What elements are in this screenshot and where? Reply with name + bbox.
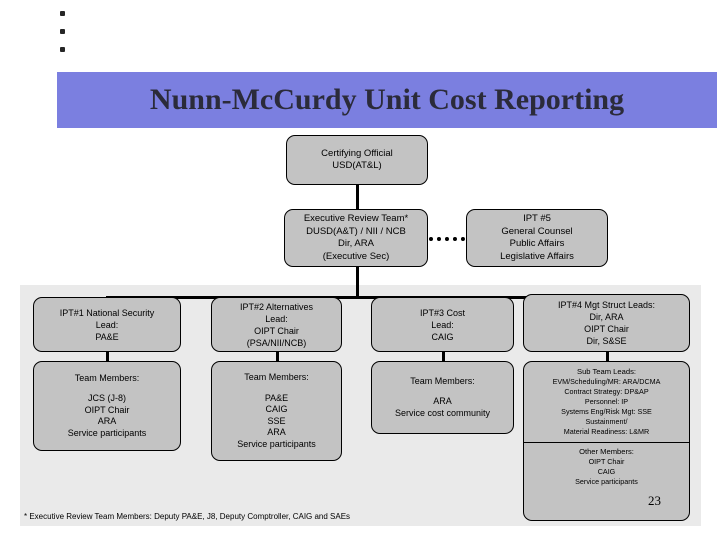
node-ipt5[interactable]: IPT #5 General Counsel Public Affairs Le…: [466, 209, 608, 267]
page-number: 23: [648, 493, 661, 508]
node-line: IPT#3 Cost: [419, 307, 466, 318]
node-ipt3-members[interactable]: Team Members: ARA Service cost community: [371, 361, 514, 434]
node-line: OIPT Chair: [254, 325, 299, 336]
node-line: Lead:: [265, 313, 288, 324]
section-divider: [524, 442, 689, 443]
node-line: OIPT Chair: [584, 324, 629, 334]
page-title: Nunn-McCurdy Unit Cost Reporting: [149, 83, 625, 116]
bullet-item: [58, 4, 358, 22]
node-line: PA&E: [95, 331, 119, 342]
member-line: OIPT Chair: [588, 457, 625, 466]
bullet-item: [58, 22, 358, 40]
bullet-list: [58, 4, 358, 58]
bullet-item: [58, 40, 358, 58]
node-line: Executive Review Team*: [303, 213, 409, 224]
node-line: Dir, ARA: [338, 238, 374, 249]
member-line: ARA: [433, 396, 452, 407]
member-line: ARA: [267, 427, 286, 437]
node-ipt1-head[interactable]: IPT#1 National Security Lead: PA&E: [33, 297, 181, 352]
members-heading: Team Members:: [410, 375, 475, 386]
node-certifying-official[interactable]: Certifying Official USD(AT&L): [286, 135, 428, 185]
node-ipt1-members[interactable]: Team Members: JCS (J-8) OIPT Chair ARA S…: [33, 361, 181, 451]
node-line: DUSD(A&T) / NII / NCB: [306, 225, 406, 237]
connector-bus: [106, 296, 607, 299]
node-ipt4-head[interactable]: IPT#4 Mgt Struct Leads: Dir, ARA OIPT Ch…: [523, 294, 690, 352]
connector-ipt4-to-members: [606, 352, 609, 362]
node-line: Certifying Official: [321, 147, 393, 159]
node-line: Dir, ARA: [589, 312, 624, 322]
members-heading-2: Other Members:: [579, 447, 634, 456]
title-banner: Nunn-McCurdy Unit Cost Reporting: [57, 72, 717, 128]
member-line: CAIG: [597, 467, 616, 476]
footnote: * Executive Review Team Members: Deputy …: [24, 512, 351, 521]
org-chart-diagram: Certifying Official USD(AT&L) Executive …: [0, 128, 720, 540]
node-line: Legislative Affairs: [500, 250, 574, 262]
member-line: EVM/Scheduling/MR: ARA/DCMA: [552, 377, 661, 386]
members-heading: Sub Team Leads:: [577, 367, 636, 376]
node-line: Dir, S&SE: [586, 336, 627, 346]
connector-ipt3-to-members: [442, 352, 445, 362]
node-line: (Executive Sec): [322, 250, 390, 262]
connector-certifying-to-ert: [356, 185, 359, 209]
member-line: JCS (J-8): [88, 393, 126, 404]
member-line: CAIG: [265, 404, 288, 414]
member-line: SSE: [267, 415, 286, 426]
node-line: General Counsel: [501, 225, 573, 237]
member-line: Systems Eng/Risk Mgt: SSE: [561, 407, 652, 416]
node-executive-review-team[interactable]: Executive Review Team* DUSD(A&T) / NII /…: [284, 209, 428, 267]
sub-team-leads-section: Sub Team Leads: EVM/Scheduling/MR: ARA/D…: [524, 367, 689, 437]
node-line: Lead:: [431, 319, 454, 330]
connector-ipt1-to-members: [106, 352, 109, 362]
member-line: Material Readiness: L&MR: [563, 427, 650, 436]
node-line: IPT#4 Mgt Struct Leads:: [557, 300, 656, 310]
node-ipt3-head[interactable]: IPT#3 Cost Lead: CAIG: [371, 297, 514, 352]
members-heading: Team Members:: [74, 372, 140, 383]
member-line: PA&E: [264, 392, 289, 403]
other-members-section: Other Members: OIPT Chair CAIG Service p…: [524, 447, 689, 487]
member-line: Service participants: [237, 438, 316, 449]
member-line: ARA: [97, 416, 117, 427]
node-line: IPT #5: [523, 213, 551, 224]
connector-ert-to-bus: [356, 267, 359, 296]
member-line: Personnel: IP: [584, 397, 629, 406]
node-line: IPT#2 Alternatives: [239, 301, 314, 312]
member-line: Service participants: [575, 477, 638, 486]
connector-ert-to-ipt5-dotted: [429, 237, 465, 241]
node-ipt4-members[interactable]: Sub Team Leads: EVM/Scheduling/MR: ARA/D…: [523, 361, 690, 521]
node-line: USD(AT&L): [332, 160, 382, 171]
member-line: Service cost community: [394, 407, 491, 418]
members-heading: Team Members:: [244, 372, 309, 382]
node-line: (PSA/NII/NCB): [246, 337, 307, 348]
member-line: Contract Strategy: DP&AP: [564, 387, 649, 396]
node-line: IPT#1 National Security: [59, 307, 155, 318]
node-line: Lead:: [95, 319, 119, 330]
node-line: Public Affairs: [509, 238, 565, 249]
member-line: Service participants: [67, 427, 147, 438]
node-ipt2-head[interactable]: IPT#2 Alternatives Lead: OIPT Chair (PSA…: [211, 297, 342, 352]
node-ipt2-members[interactable]: Team Members: PA&E CAIG SSE ARA Service …: [211, 361, 342, 461]
member-line: Sustainment/: [585, 417, 628, 426]
node-line: CAIG: [431, 331, 454, 342]
connector-ipt2-to-members: [276, 352, 279, 362]
member-line: OIPT Chair: [84, 404, 130, 415]
